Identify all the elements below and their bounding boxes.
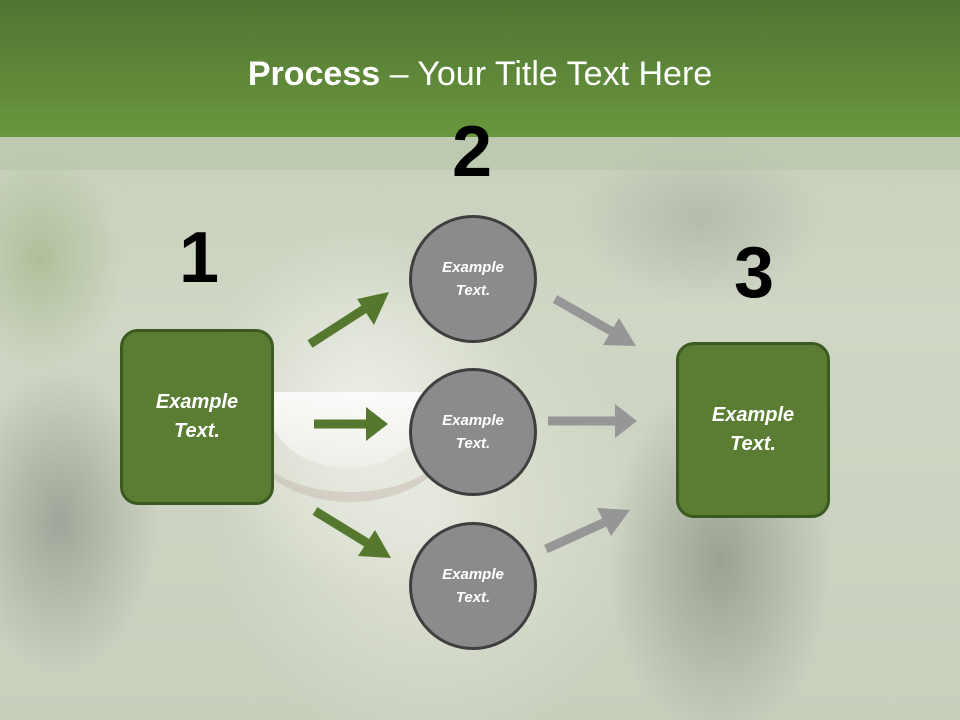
circle-top-text: Example Text. — [442, 259, 504, 299]
green-arrow-right — [314, 407, 388, 441]
step-number-2: 2 — [451, 112, 493, 192]
circle-top: Example Text. — [409, 215, 537, 343]
title-rest: – Your Title Text Here — [380, 55, 713, 93]
gray-arrow-right — [548, 404, 637, 438]
green-arrow-down — [312, 507, 391, 558]
left-step-text: Example Text. — [155, 391, 239, 442]
title-bar-strip — [0, 137, 960, 170]
gray-arrow-up — [544, 508, 630, 554]
circle-bottom-text: Example Text. — [442, 566, 504, 606]
title-bar — [0, 0, 960, 137]
gray-arrow-down — [552, 295, 636, 346]
left-step-box: Example Text. — [120, 329, 274, 505]
slide-title: Process – Your Title Text Here — [0, 52, 960, 96]
circle-middle: Example Text. — [409, 368, 537, 496]
green-arrow-up — [307, 292, 389, 348]
title-strong: Process — [247, 55, 381, 93]
circle-middle-text: Example Text. — [442, 412, 504, 452]
step-number-3: 3 — [733, 233, 775, 313]
background-photo-lips — [250, 372, 450, 502]
right-step-text: Example Text. — [711, 404, 795, 455]
right-step-box: Example Text. — [676, 342, 830, 518]
step-number-1: 1 — [178, 218, 220, 298]
circle-bottom: Example Text. — [409, 522, 537, 650]
